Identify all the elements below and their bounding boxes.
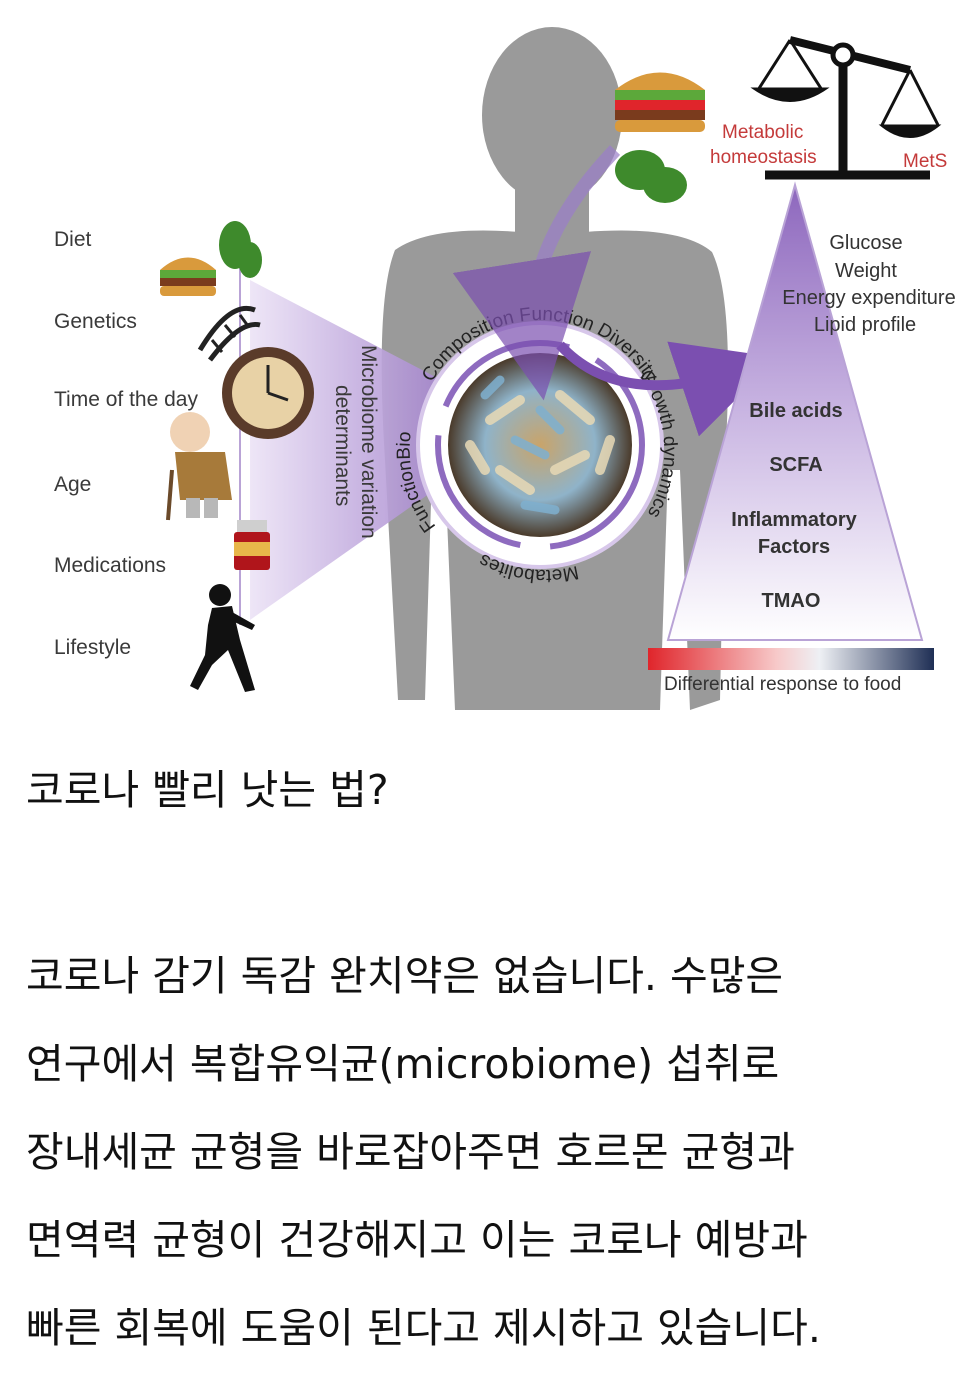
scale-label-right: MetS (903, 151, 947, 172)
pyramid-weight: Weight (835, 260, 897, 282)
article-line: 면역력 균형이 건강해지고 이는 코로나 예방과 (26, 1216, 808, 1264)
pyramid-tmao: TMAO (762, 590, 821, 612)
food-arrow (452, 145, 621, 401)
article-body: 코로나 감기 독감 완치약은 없습니다. 수많은 연구에서 복합유익균(micr… (26, 932, 956, 1372)
pyramid-lipid: Lipid profile (814, 314, 916, 336)
response-gradient-bar (648, 648, 934, 670)
determinant-time: Time of the day (54, 388, 198, 411)
microbiome-diagram: Composition Function Diversity Growth dy… (54, 27, 956, 710)
burger-icon (160, 257, 216, 296)
article-line: 장내세균 균형을 바로잡아주면 호르몬 균형과 (26, 1128, 795, 1176)
greens-icon (615, 150, 687, 203)
determinant-diet: Diet (54, 228, 92, 251)
article-question: 코로나 빨리 낫는 법? (26, 766, 389, 814)
runner-icon (190, 584, 255, 692)
article-line: 연구에서 복합유익균(microbiome) 섭취로 (26, 1040, 780, 1088)
article: 코로나 빨리 낫는 법? 코로나 감기 독감 완치약은 없습니다. 수많은 연구… (26, 760, 956, 1372)
pyramid-scfa: SCFA (769, 454, 822, 476)
determinant-fan (250, 280, 470, 620)
response-pyramid (666, 181, 924, 641)
elderly-person-icon (166, 412, 232, 521)
pyramid-factors: Factors (758, 536, 830, 558)
determinant-medications: Medications (54, 554, 166, 577)
article-line: 빠른 회복에 도움이 된다고 제시하고 있습니다. (26, 1304, 821, 1352)
variation-label-1: Microbiome variation (357, 345, 380, 539)
pyramid-energy: Energy expenditure (782, 287, 955, 309)
pyramid-bile-acids: Bile acids (749, 400, 842, 422)
burger-icon (615, 72, 705, 132)
medication-bottle-icon (234, 520, 270, 570)
variation-label-2: determinants (331, 385, 354, 506)
greens-icon (219, 221, 262, 278)
pyramid-inflammatory: Inflammatory (731, 509, 857, 531)
clock-icon (222, 347, 314, 439)
determinant-genetics: Genetics (54, 310, 137, 333)
output-arrow (556, 341, 778, 437)
pyramid-glucose: Glucose (829, 232, 902, 254)
determinant-lifestyle: Lifestyle (54, 636, 131, 659)
article-line: 코로나 감기 독감 완치약은 없습니다. 수많은 (26, 952, 784, 1000)
determinant-age: Age (54, 473, 91, 496)
dna-icon (197, 306, 261, 362)
scale-label-left-1: Metabolic (722, 122, 803, 143)
scale-label-left-2: homeostasis (710, 147, 817, 168)
balance-scale-icon (750, 36, 942, 180)
gradient-label: Differential response to food (664, 674, 901, 695)
